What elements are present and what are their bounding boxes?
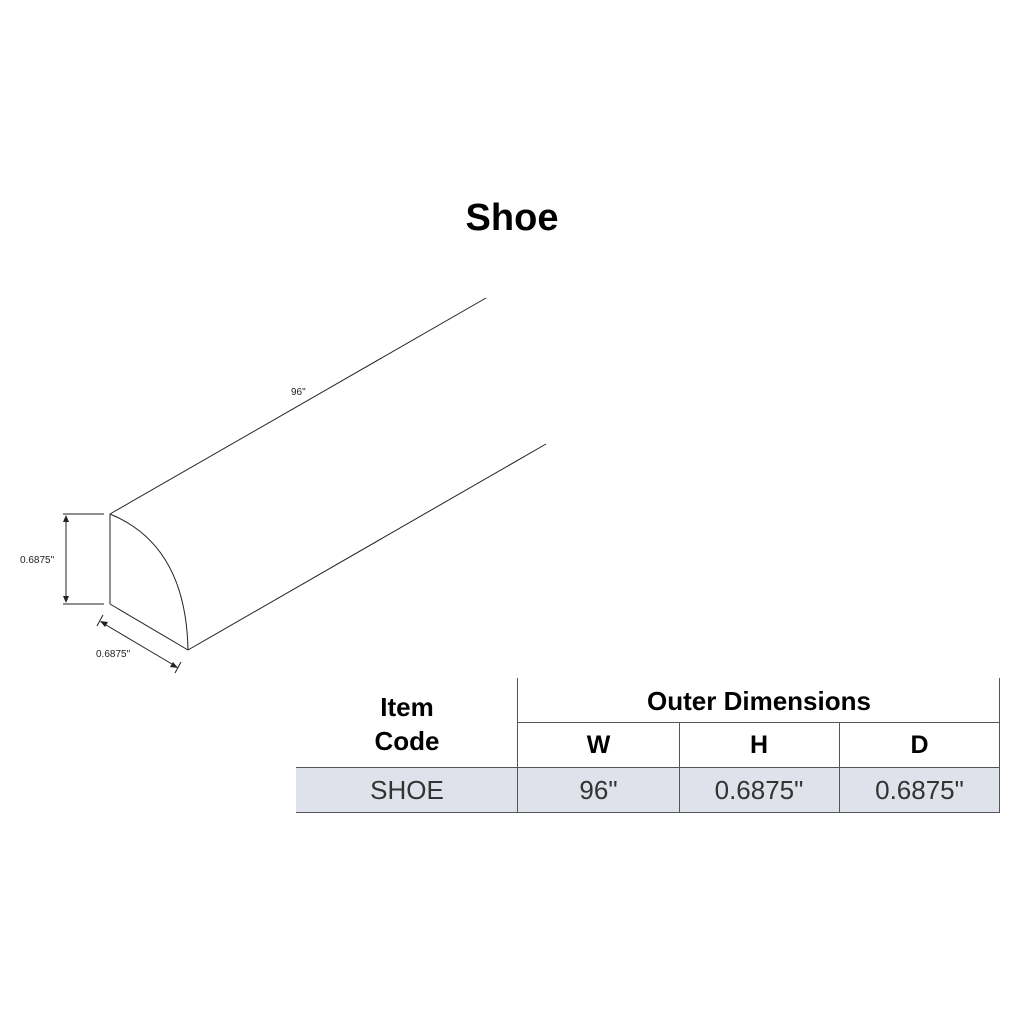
item-code-header-line1: Item: [380, 692, 434, 722]
column-header-w: W: [586, 731, 611, 759]
page-title: Shoe: [465, 197, 559, 239]
length-label: 96": [291, 387, 306, 398]
table-divider-h-header: [296, 767, 1000, 768]
width-dimension-line: [100, 621, 178, 668]
profile-bottom-edge: [109, 603, 189, 651]
width-extension-left: [96, 614, 104, 627]
column-header-h: H: [749, 731, 769, 759]
table-row-background: [296, 768, 1000, 812]
outer-dimensions-header: Outer Dimensions: [647, 686, 871, 716]
top-edge-line: [109, 297, 487, 515]
height-arrow-bottom-icon: [63, 596, 69, 603]
table-divider-v1: [517, 678, 518, 812]
width-arrow-right-icon: [170, 662, 178, 668]
table-divider-h-bottom: [296, 812, 1000, 813]
column-header-d: D: [910, 731, 929, 759]
width-label: 0.6875": [96, 649, 131, 660]
height-label: 0.6875": [20, 555, 55, 566]
table-divider-h-group: [518, 722, 1000, 723]
width-arrow-left-icon: [100, 621, 108, 627]
cell-width: 96": [579, 774, 618, 805]
item-code-header-line2: Code: [374, 726, 440, 756]
profile-curve: [109, 513, 189, 651]
cell-item-code: SHOE: [370, 774, 444, 805]
item-code-header: Item Code: [296, 680, 518, 768]
cell-depth: 0.6875": [875, 774, 964, 805]
width-extension-right: [174, 661, 182, 674]
height-arrow-top-icon: [63, 515, 69, 522]
bottom-edge-line: [187, 443, 547, 651]
table-divider-v-right: [999, 678, 1000, 812]
cell-height: 0.6875": [714, 774, 804, 805]
